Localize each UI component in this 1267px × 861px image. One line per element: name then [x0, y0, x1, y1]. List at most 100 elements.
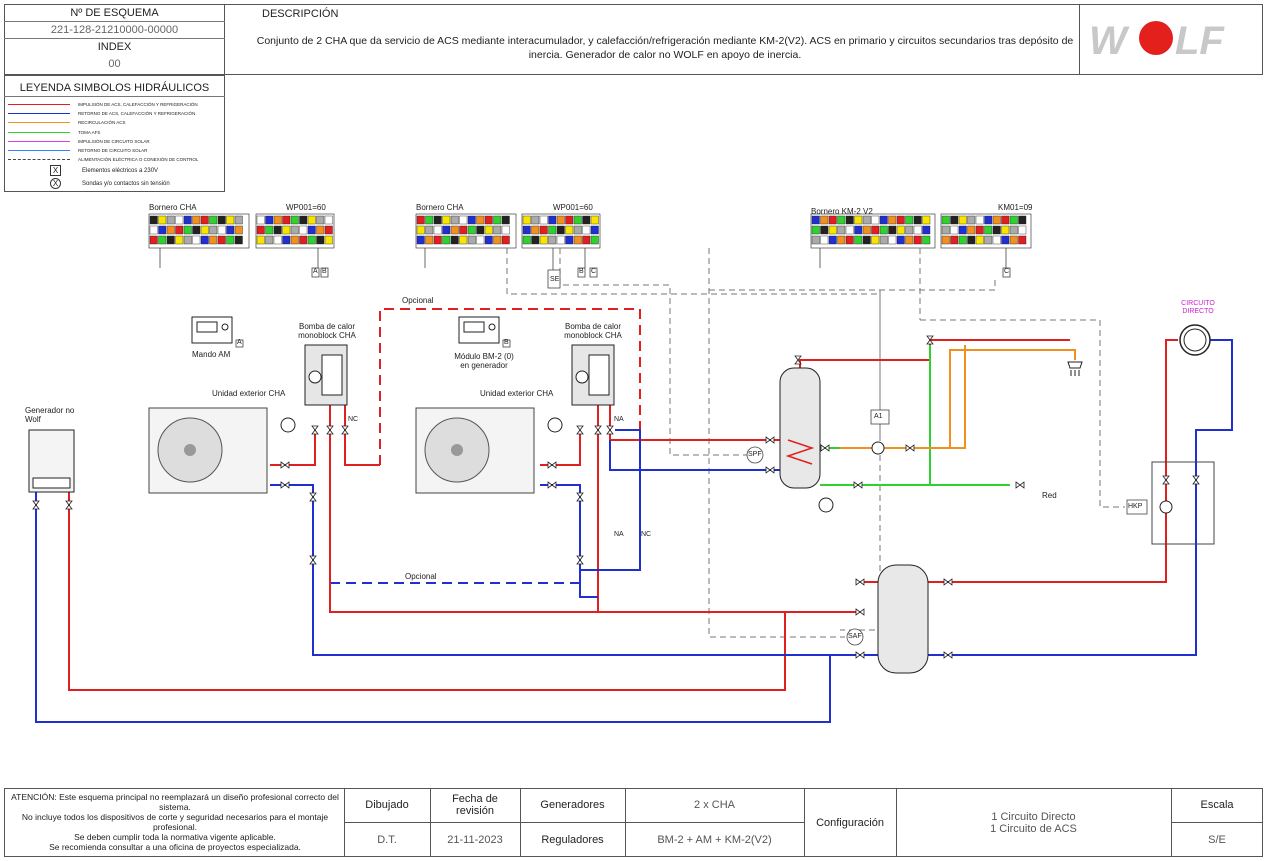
reguladores-label: Reguladores	[541, 833, 604, 846]
terminal-cell	[1001, 215, 1010, 225]
modulo-bm2-label: Módulo BM-2 (0) en generador	[454, 352, 514, 370]
terminal-cell	[967, 235, 976, 245]
terminal-cell	[590, 215, 599, 225]
terminal-cell	[879, 235, 888, 245]
terminal-cell	[166, 215, 175, 225]
terminal-cell	[871, 235, 880, 245]
terminal-cell	[307, 225, 316, 235]
terminal-cell	[845, 225, 854, 235]
terminal-cell	[811, 215, 820, 225]
terminal-cell	[158, 225, 167, 235]
tag-b-2: B	[579, 268, 584, 275]
terminal-cell	[183, 215, 192, 225]
terminal-cell	[950, 225, 959, 235]
terminal-cell	[905, 225, 914, 235]
terminal-cell	[200, 215, 209, 225]
legend-item-label: IMPULSIÓN DE ACS, CALEFACCIÓN Y REFRIGER…	[78, 102, 198, 108]
terminal-cell	[501, 235, 510, 245]
legend-title: LEYENDA SIMBOLOS HIDRÁULICOS	[19, 82, 210, 94]
terminal-cell	[820, 225, 829, 235]
terminal-cell	[975, 215, 984, 225]
terminal-cell	[307, 235, 316, 245]
terminal-cell	[265, 215, 274, 225]
terminal-cell	[1001, 235, 1010, 245]
terminal-cell	[531, 225, 540, 235]
bornero-km2-label: Bornero KM-2 V2	[811, 207, 873, 216]
terminal-cell	[265, 225, 274, 235]
legend-line-swatch	[8, 131, 70, 133]
tag-hkp: HKP	[1128, 503, 1143, 510]
legend-item-label: TOMA AFS	[78, 129, 101, 135]
legend-line-swatch	[8, 140, 70, 142]
tag-na-2: NA	[614, 531, 624, 538]
legend-item: RETORNO DE ACS, CALEFACCIÓN Y REFRIGERAC…	[8, 109, 223, 118]
tag-saf: SAF	[848, 633, 862, 640]
escala-value: S/E	[1208, 833, 1226, 846]
terminal-cell	[531, 215, 540, 225]
terminal-cell	[265, 235, 274, 245]
terminal-cell	[950, 235, 959, 245]
terminal-cell	[539, 225, 548, 235]
terminal-cell	[149, 215, 158, 225]
terminal-cell	[837, 235, 846, 245]
terminal-cell	[811, 235, 820, 245]
terminal-cell	[565, 235, 574, 245]
terminal-cell	[573, 225, 582, 235]
opcional-bottom-label: Opcional	[405, 572, 437, 581]
terminal-cell	[158, 215, 167, 225]
terminal-cell	[166, 225, 175, 235]
terminal-cell	[416, 215, 425, 225]
terminal-cell	[879, 215, 888, 225]
terminal-cell	[282, 225, 291, 235]
terminal-cell	[1009, 215, 1018, 225]
terminal-cell	[941, 225, 950, 235]
terminal-cell	[484, 215, 493, 225]
terminal-cell	[854, 235, 863, 245]
terminal-cell	[590, 225, 599, 235]
terminal-cell	[425, 225, 434, 235]
terminal-cell	[459, 215, 468, 225]
bomba-calor-1	[304, 344, 348, 406]
terminal-cell	[871, 215, 880, 225]
terminal-cell	[256, 235, 265, 245]
modulo-bm2-device	[458, 316, 500, 344]
legend-item: IMPULSIÓN DE CIRCUITO SOLAR	[8, 137, 223, 146]
terminal-cell	[209, 225, 218, 235]
terminal-cell	[442, 235, 451, 245]
tag-spf: SPF	[748, 451, 762, 458]
description-text: Conjunto de 2 CHA que da servicio de ACS…	[256, 35, 1074, 61]
terminal-cell	[450, 235, 459, 245]
terminal-cell	[820, 215, 829, 225]
terminal-cell	[565, 215, 574, 225]
terminal-cell	[442, 225, 451, 235]
svg-text:LF: LF	[1175, 19, 1225, 58]
generadores-value: 2 x CHA	[694, 799, 735, 811]
tag-b-1: B	[322, 268, 327, 275]
terminal-cell	[493, 235, 502, 245]
terminal-cell	[324, 225, 333, 235]
terminal-cell	[175, 225, 184, 235]
svg-text:W: W	[1089, 19, 1130, 58]
terminal-cell	[192, 215, 201, 225]
terminal-cell	[992, 225, 1001, 235]
terminal-cell	[582, 225, 591, 235]
legend-line-swatch	[8, 122, 70, 124]
scheme-number-cell	[4, 4, 225, 75]
terminal-cell	[828, 235, 837, 245]
terminal-cell	[862, 225, 871, 235]
terminal-cell	[324, 235, 333, 245]
terminal-cell	[416, 225, 425, 235]
configuracion-value: 1 Circuito Directo 1 Circuito de ACS	[990, 810, 1077, 835]
terminal-cell	[913, 235, 922, 245]
terminal-cell	[256, 215, 265, 225]
terminal-cell	[984, 235, 993, 245]
terminal-cell	[958, 225, 967, 235]
terminal-cell	[217, 225, 226, 235]
terminal-cell	[888, 215, 897, 225]
scheme-number: 221-128-21210000-00000	[50, 24, 179, 36]
tag-c-km: C	[1004, 268, 1010, 275]
terminal-cell	[209, 235, 218, 245]
terminal-cell	[1009, 235, 1018, 245]
legend-list: IMPULSIÓN DE ACS, CALEFACCIÓN Y REFRIGER…	[8, 100, 223, 164]
